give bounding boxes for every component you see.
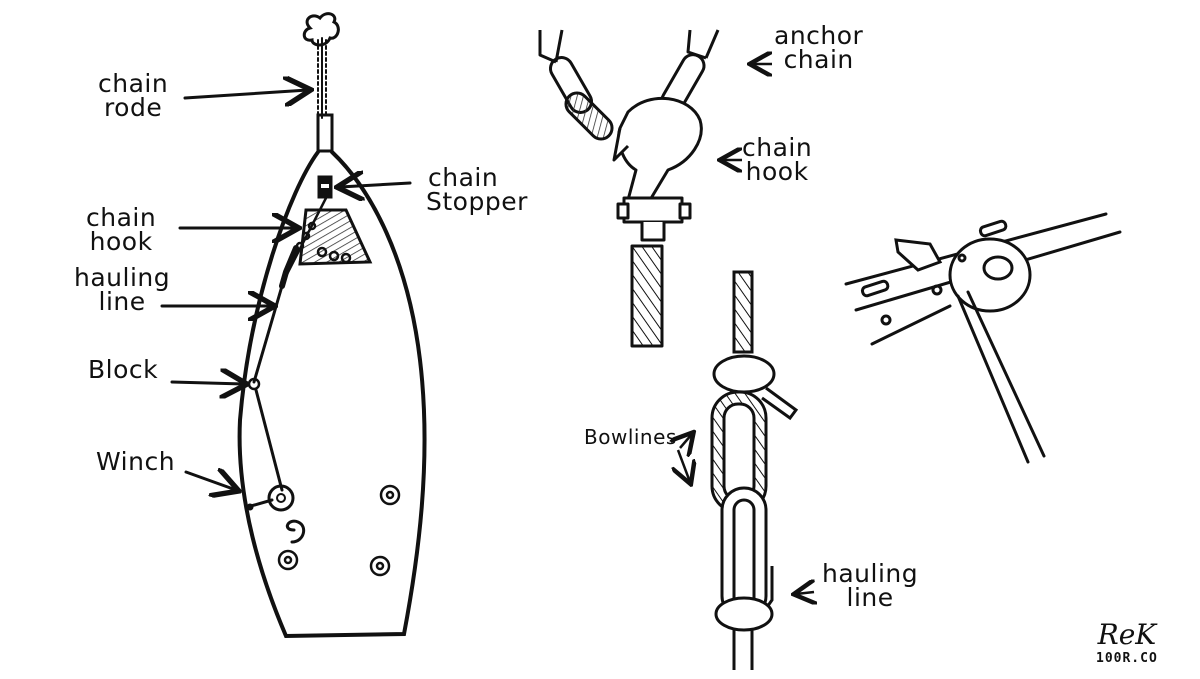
bowline-detail (678, 270, 814, 670)
label-line: chain (428, 163, 499, 192)
label-line: chain (98, 69, 169, 98)
chain-hook-detail (538, 29, 772, 348)
chain-rode (317, 37, 327, 119)
label-hauling-line-detail: hauling line (822, 559, 919, 612)
shackle (622, 196, 684, 224)
deck-fittings (277, 484, 401, 577)
label-winch: Winch (96, 447, 176, 476)
bowline-knot-bottom (714, 596, 774, 632)
signature: ReK 100R.CO (1096, 618, 1158, 666)
block-pulley (948, 237, 1032, 313)
boat-overview (160, 12, 427, 639)
label-line: chain (783, 44, 854, 74)
label-line: Bowlines (584, 425, 677, 449)
signature-site: 100R.CO (1096, 651, 1158, 666)
label-line: anchor (774, 21, 864, 50)
winch-icon (246, 484, 306, 544)
label-line: line (98, 286, 146, 316)
label-line: hook (745, 156, 809, 186)
label-bowlines: Bowlines (584, 425, 677, 449)
label-chain-hook-detail: chain hook (742, 133, 813, 186)
bowline-knot-top (712, 354, 776, 394)
upper-rope (732, 270, 754, 354)
label-line: hauling (822, 559, 919, 588)
snap-shackle (894, 238, 943, 272)
block-toerail-detail (844, 212, 1122, 464)
label-chain-hook: chain hook (86, 203, 157, 256)
arrow-bowlines-down (678, 449, 690, 482)
label-hauling-line: hauling line (74, 263, 171, 316)
label-anchor-chain: anchor chain (774, 21, 864, 74)
label-line: chain (742, 133, 813, 162)
label-line: chain (86, 203, 157, 232)
arrow-winch (184, 472, 236, 490)
anchor-icon (302, 12, 340, 47)
chain-locker (298, 208, 373, 266)
chain-hook-body (617, 96, 703, 202)
rope (630, 244, 664, 348)
label-line: Winch (96, 447, 176, 476)
hauling-line-to-winch (254, 388, 284, 492)
arrow-hauling-line-detail (796, 592, 814, 594)
label-line: hook (89, 226, 153, 256)
label-line: hauling (74, 263, 171, 292)
label-line: rode (103, 92, 163, 122)
label-chain-stopper: chain Stopper (426, 163, 528, 216)
arrow-bowlines-up (680, 434, 692, 448)
bow-roller (316, 113, 334, 153)
arrow-chain-stopper (340, 183, 412, 187)
chain-hook-small (279, 245, 299, 289)
toerail-edge-3 (870, 304, 952, 346)
line-from-block (956, 294, 1030, 464)
label-block: Block (88, 355, 159, 384)
arrow-chain-rode (183, 90, 308, 98)
label-chain-rode: chain rode (98, 69, 169, 122)
label-line: Block (88, 355, 159, 384)
label-line: Stopper (426, 186, 528, 216)
label-line: line (846, 582, 894, 612)
signature-name: ReK (1097, 618, 1157, 651)
arrow-block (170, 382, 244, 384)
